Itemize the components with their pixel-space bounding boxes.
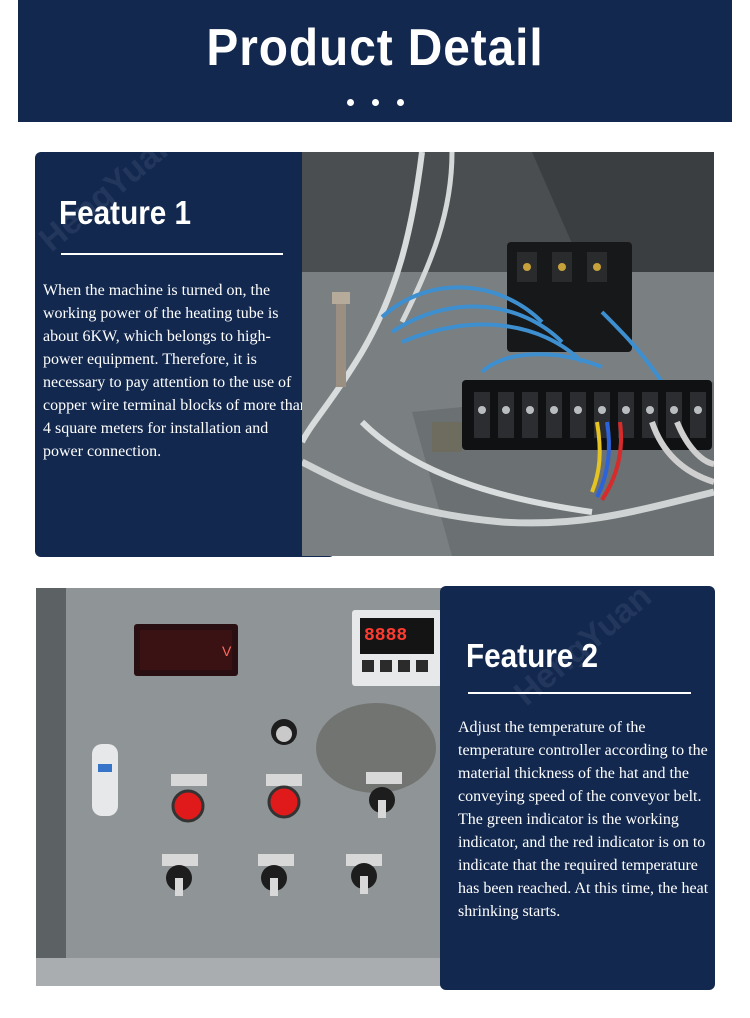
meter-unit: V <box>222 643 232 659</box>
terminal-block-photo <box>302 152 714 556</box>
header-banner: Product Detail <box>18 0 732 122</box>
dot <box>346 99 354 106</box>
feature-1-text: When the machine is turned on, the worki… <box>43 282 308 460</box>
feature-1-panel: HengYuan Feature 1 When the machine is t… <box>35 152 335 557</box>
feature-2-title: Feature 2 <box>466 637 599 674</box>
feature-2-divider <box>468 692 691 694</box>
feature-1-title: Feature 1 <box>59 194 192 231</box>
feature-2-panel: HengYuan Feature 2 Adjust the temperatur… <box>440 586 715 990</box>
dot <box>371 99 379 106</box>
control-panel-photo: V 8888 <box>36 588 448 986</box>
feature-2-text: Adjust the temperature of the temperatur… <box>458 719 709 920</box>
dots-decoration <box>18 93 732 111</box>
page-title: Product Detail <box>206 19 544 77</box>
meter-digits: 8888 <box>364 626 407 646</box>
feature-1-divider <box>61 253 283 255</box>
dot <box>396 99 404 106</box>
